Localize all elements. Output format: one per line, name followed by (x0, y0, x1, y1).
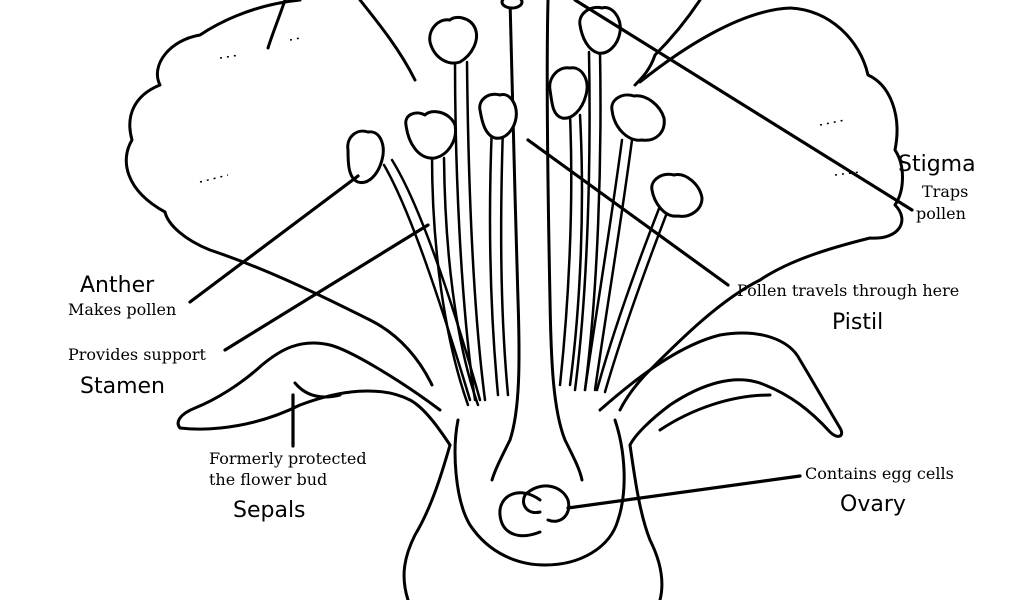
left-petal (124, 0, 434, 387)
leader-lines (188, 0, 914, 510)
left-sepal (176, 341, 452, 447)
stamen-desc: Provides support (68, 345, 206, 364)
receptacle (402, 443, 452, 600)
stamen-title: Stamen (80, 374, 165, 399)
anthers (346, 5, 704, 218)
stamen-filaments (382, 50, 670, 407)
pistil-title: Pistil (832, 310, 884, 335)
ovule (498, 491, 542, 538)
pistil-style (490, 0, 521, 482)
pistil-desc: Pollen travels through here (737, 281, 960, 300)
stigma-title: Stigma (898, 152, 976, 177)
left-petal-inner (358, 0, 417, 82)
anther-desc: Makes pollen (68, 300, 177, 319)
sepals-desc-line1: Formerly protected (209, 449, 367, 468)
sepals-desc-line2: the flower bud (209, 470, 328, 489)
anther-title: Anther (80, 273, 155, 298)
right-sepal (598, 331, 844, 447)
ovary-title: Ovary (840, 492, 906, 517)
stigma-desc-line1: Traps (922, 182, 969, 201)
ovary-desc: Contains egg cells (805, 464, 954, 483)
sepals-title: Sepals (233, 498, 306, 523)
ovary-wall (453, 418, 626, 567)
stigma-desc-line2: pollen (916, 204, 966, 223)
